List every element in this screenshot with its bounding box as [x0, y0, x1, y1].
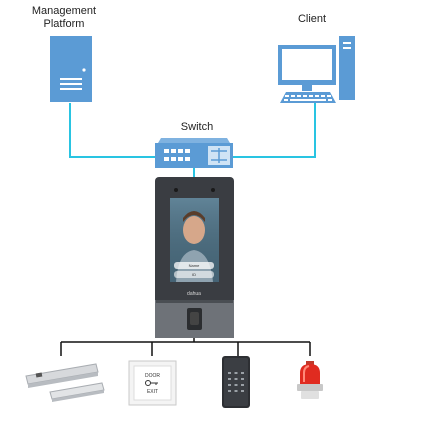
wiring-bus [60, 338, 311, 356]
client-switch-link [233, 103, 316, 158]
terminal-brand: dahua [187, 291, 201, 297]
screen-pill-name: Name [189, 263, 200, 268]
exit-button-line2: EXIT [147, 389, 158, 395]
terminal-screen: Name ID [170, 198, 219, 282]
exit-button-line1: DOOR [145, 373, 160, 379]
switch-icon [155, 138, 233, 168]
alarm-light-icon [297, 361, 323, 399]
server-icon [50, 36, 92, 102]
magnetic-lock-icon [25, 363, 105, 402]
management-platform-label: Management Platform [31, 5, 97, 30]
exit-button-icon: DOOR EXIT [128, 360, 177, 406]
card-reader-icon [222, 356, 250, 408]
client-computer-icon [278, 36, 355, 103]
server-switch-link [69, 103, 155, 158]
client-label: Client [297, 13, 327, 25]
screen-pill-id: ID [192, 272, 196, 277]
switch-label: Switch [180, 121, 214, 133]
